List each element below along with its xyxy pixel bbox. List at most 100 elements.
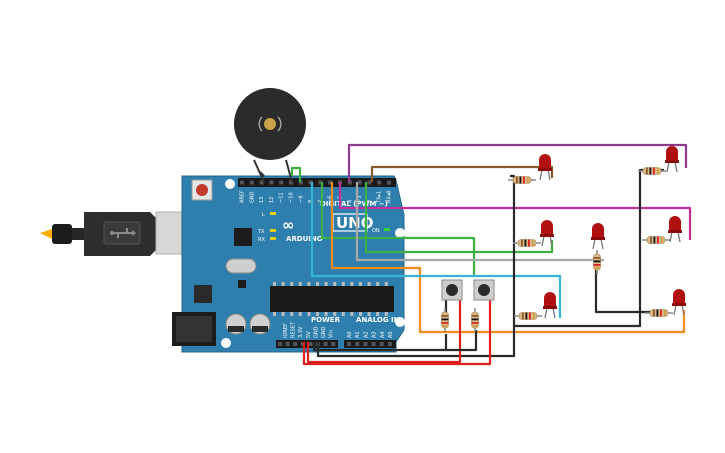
buzzer-center <box>264 118 276 130</box>
mount-hole-bottom-left <box>221 338 231 348</box>
sound-icon <box>258 116 282 132</box>
rx-led-label: RX <box>258 237 265 243</box>
wire-black-led-mid <box>594 270 664 314</box>
analog-pin-hole[interactable] <box>363 342 368 346</box>
wire-red-button-1 <box>306 300 462 364</box>
led-red <box>538 154 552 181</box>
push-button-2[interactable] <box>473 279 495 301</box>
power-pin-hole[interactable] <box>278 342 282 346</box>
wire-red-button-2 <box>302 300 492 366</box>
usb-chip <box>234 228 252 246</box>
digital-pin-hole[interactable] <box>347 180 352 185</box>
digital-pin-label: ~11 <box>279 192 285 203</box>
digital-label: DIGITAL (PWM ~) <box>320 200 388 208</box>
wire-cyan <box>310 182 562 318</box>
led-red <box>665 146 679 173</box>
analog-pin-hole[interactable] <box>379 342 384 346</box>
crystal-oscillator <box>225 258 257 274</box>
digital-pin-label: ~6 <box>328 196 334 203</box>
ic-pin <box>359 282 362 286</box>
analog-pin-label: A3 <box>372 331 378 338</box>
piezo-buzzer <box>234 88 306 183</box>
digital-pin-hole[interactable] <box>308 180 313 185</box>
led-red <box>591 223 605 250</box>
digital-pin-hole[interactable] <box>298 180 303 185</box>
push-button-2-cap[interactable] <box>478 284 490 296</box>
power-pin-hole[interactable] <box>308 342 313 346</box>
ic-pin <box>281 282 285 286</box>
digital-pin-label: AREF <box>240 190 246 203</box>
wire-black-button-1 <box>312 334 448 352</box>
analog-pin-hole[interactable] <box>371 342 376 346</box>
power-label: POWER <box>311 316 341 324</box>
ic-pin <box>298 312 302 316</box>
digital-pin-hole[interactable] <box>259 180 264 185</box>
led-body <box>666 146 678 162</box>
reset-button-cap[interactable] <box>196 184 208 196</box>
wire-orange <box>330 182 686 334</box>
ic-pin <box>273 282 276 286</box>
arduino-logo-icon: ∞ <box>282 216 295 234</box>
power-pin-label: GND <box>321 326 327 338</box>
digital-pin-hole[interactable] <box>318 180 323 185</box>
push-button-1-cap[interactable] <box>446 284 458 296</box>
usb-icon <box>110 228 136 238</box>
capacitor-2-band <box>252 326 268 332</box>
usb-cable-neck <box>72 228 84 240</box>
ic-pins <box>273 282 388 316</box>
ic-pin <box>273 312 276 316</box>
power-pin-hole[interactable] <box>285 342 290 346</box>
on-led-label: ON <box>372 228 380 234</box>
mount-hole-right <box>395 228 405 238</box>
digital-pin-label: 13 <box>259 197 265 203</box>
ic-pin <box>367 282 371 286</box>
analog-pin-label: A1 <box>355 331 361 338</box>
digital-pin-label: ~3 <box>357 196 363 203</box>
digital-pin-hole[interactable] <box>240 180 244 185</box>
wire-green-button <box>320 182 476 276</box>
power-pin-hole[interactable] <box>331 342 336 346</box>
usb-socket <box>155 211 183 255</box>
uno-model-label: UNO <box>336 214 374 232</box>
digital-pin-hole[interactable] <box>279 180 284 185</box>
digital-pin-hole[interactable] <box>367 180 372 185</box>
ic-pin <box>350 282 354 286</box>
ic-pin <box>307 312 311 316</box>
analog-pin-hole[interactable] <box>355 342 360 346</box>
analog-pin-hole[interactable] <box>388 342 392 346</box>
digital-pin-label: 2 <box>367 200 373 203</box>
led-body <box>541 220 553 236</box>
l-led <box>270 212 276 215</box>
digital-pin-label: 12 <box>269 197 275 203</box>
digital-pin-hole[interactable] <box>328 180 333 185</box>
tx-led-label: TX <box>257 229 265 235</box>
digital-pin-hole[interactable] <box>249 180 254 185</box>
digital-pin-hole[interactable] <box>377 180 382 185</box>
arduino-logo-text: ARDUINO <box>286 235 323 243</box>
digital-pin-hole[interactable] <box>269 180 274 185</box>
resistor <box>638 167 666 175</box>
mount-hole-top-left <box>225 179 235 189</box>
bottom-pin-holes <box>278 342 392 346</box>
power-pin-hole[interactable] <box>293 342 298 346</box>
rx-led <box>270 237 276 240</box>
power-pin-label: GND <box>313 326 319 338</box>
digital-pin-hole[interactable] <box>387 180 391 185</box>
power-pin-hole[interactable] <box>323 342 328 346</box>
ic-pin <box>316 282 319 286</box>
digital-header <box>238 178 396 187</box>
wire-black-led-return <box>514 168 664 328</box>
digital-pin-label: ~10 <box>289 192 295 203</box>
ic-pin <box>333 312 337 316</box>
digital-pin-hole[interactable] <box>357 180 362 185</box>
resistors <box>441 167 673 332</box>
push-button-1[interactable] <box>441 279 463 301</box>
wire-brown <box>370 165 554 182</box>
analog-pin-hole[interactable] <box>347 342 351 346</box>
analog-pin-label: A2 <box>363 331 369 338</box>
capacitor-1-band <box>228 326 244 332</box>
power-pin-hole[interactable] <box>300 342 305 346</box>
analog-pin-label: A5 <box>388 331 394 338</box>
digital-pin-hole[interactable] <box>289 180 293 185</box>
